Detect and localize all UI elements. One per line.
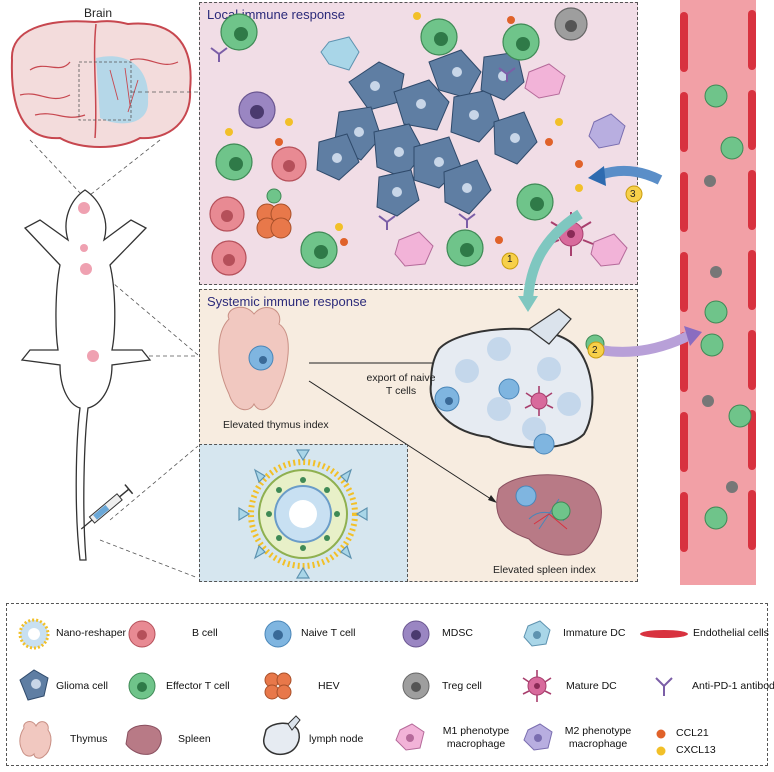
step-3-label: 3 [630, 189, 636, 200]
local-response-cells [209, 7, 628, 276]
m1-macrophage-icon [395, 723, 425, 751]
brain-label: Brain [84, 6, 113, 20]
legend-label-immature-dc: Immature DC [563, 627, 626, 639]
endothelial-cell-icon [640, 630, 688, 638]
legend-label-endothelial-cells: Endothelial cells [693, 627, 769, 639]
spleen-icon [125, 724, 162, 755]
legend-label-hev: HEV [318, 680, 340, 692]
legend-label-treg-cell: Treg cell [442, 680, 482, 692]
legend-icons [18, 618, 688, 759]
thymus-index-label: Elevated thymus index [223, 419, 329, 431]
treg-cell-icon [402, 672, 430, 700]
blood-vessel [680, 0, 756, 585]
thymus-icon [19, 721, 52, 759]
legend-label-cxcl13: CXCL13 [676, 744, 716, 756]
antibody-icon [655, 677, 673, 696]
legend-label-m2-macrophage: M2 phenotype macrophage [564, 725, 632, 750]
nano-reshaper-icon [18, 618, 50, 650]
immature-dc-icon [523, 620, 551, 647]
legend-label-glioma-cell: Glioma cell [56, 680, 108, 692]
legend-label-mature-dc: Mature DC [566, 680, 617, 692]
legend-label-nano-reshaper: Nano-reshaper [56, 627, 127, 639]
cxcl13-dot-icon [656, 746, 666, 756]
hev-icon [264, 672, 292, 700]
legend-label-lymph-node: lymph node [309, 733, 364, 745]
lymph-node-icon [263, 715, 301, 756]
effector-t-cell-icon [128, 672, 156, 700]
legend-label-anti-pd-1-antibody: Anti-PD-1 antibody [692, 680, 774, 692]
legend-label-ccl21: CCL21 [676, 727, 709, 739]
m2-macrophage-icon [523, 723, 553, 751]
brain-illustration [10, 20, 192, 148]
glioma-cell-icon [19, 669, 49, 701]
step-2-label: 2 [592, 345, 598, 356]
legend-label-m1-macrophage: M1 phenotype macrophage [442, 725, 510, 750]
export-label: export of naive T cells [366, 372, 436, 397]
legend-label-b-cell: B cell [192, 627, 218, 639]
mouse-illustration [20, 189, 152, 561]
legend-label-mdsc: MDSC [442, 627, 473, 639]
b-cell-icon [128, 620, 156, 648]
step-1-label: 1 [507, 254, 513, 265]
systemic-panel-title: Systemic immune response [207, 294, 367, 309]
legend-label-naive-t-cell: Naive T cell [301, 627, 356, 639]
mdsc-icon [402, 620, 430, 648]
ccl21-dot-icon [656, 729, 666, 739]
legend-label-effector-t-cell: Effector T cell [166, 680, 230, 692]
naive-t-cell-icon [264, 620, 292, 648]
spleen-index-label: Elevated spleen index [493, 564, 596, 576]
legend-label-spleen: Spleen [178, 733, 211, 745]
nano-reshaper-large-icon [238, 449, 368, 579]
mature-dc-icon [522, 670, 552, 702]
legend-label-thymus: Thymus [70, 733, 108, 745]
